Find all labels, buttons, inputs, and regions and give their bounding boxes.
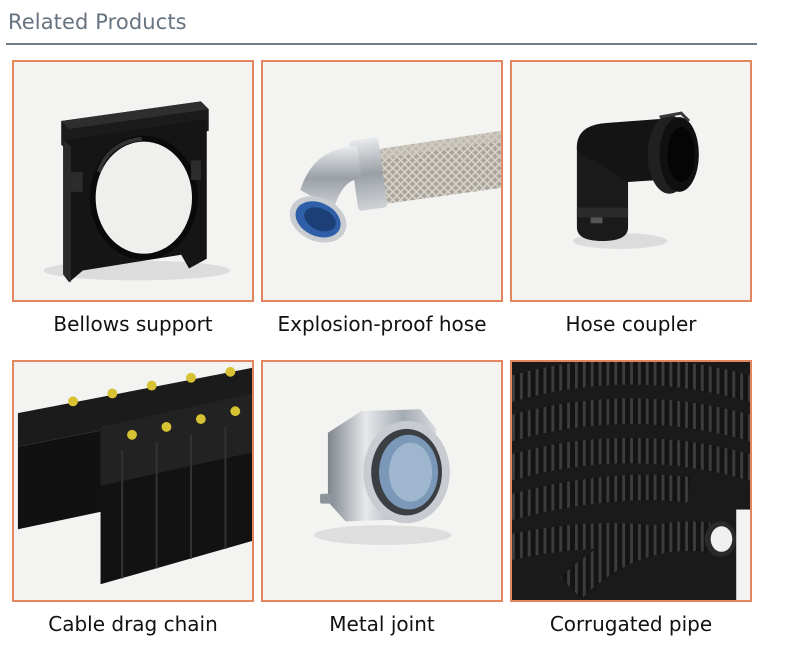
metal-joint-image xyxy=(263,362,501,600)
bellows-support-image xyxy=(14,62,252,300)
product-name[interactable]: Hose coupler xyxy=(565,312,697,336)
corrugated-pipe-image xyxy=(512,362,750,600)
product-name[interactable]: Explosion-proof hose xyxy=(277,312,487,336)
product-card-hose-coupler[interactable]: Hose coupler xyxy=(510,60,752,336)
product-card-cable-drag-chain[interactable]: Cable drag chain xyxy=(12,360,254,636)
product-card-explosion-proof-hose[interactable]: Explosion-proof hose xyxy=(261,60,503,336)
product-image-frame[interactable] xyxy=(12,60,254,302)
product-card-bellows-support[interactable]: Bellows support xyxy=(12,60,254,336)
product-image-frame[interactable] xyxy=(510,360,752,602)
product-name[interactable]: Corrugated pipe xyxy=(549,612,713,636)
product-name[interactable]: Bellows support xyxy=(53,312,213,336)
product-card-metal-joint[interactable]: Metal joint xyxy=(261,360,503,636)
product-card-corrugated-pipe[interactable]: Corrugated pipe xyxy=(510,360,752,636)
product-image-frame[interactable] xyxy=(261,60,503,302)
product-name[interactable]: Metal joint xyxy=(329,612,435,636)
explosion-proof-hose-image xyxy=(263,62,501,300)
section-title: Related Products xyxy=(8,10,187,34)
cable-drag-chain-image xyxy=(14,362,252,600)
product-name[interactable]: Cable drag chain xyxy=(48,612,218,636)
product-image-frame[interactable] xyxy=(12,360,254,602)
product-image-frame[interactable] xyxy=(510,60,752,302)
product-image-frame[interactable] xyxy=(261,360,503,602)
hose-coupler-image xyxy=(512,62,750,300)
title-divider xyxy=(6,43,757,45)
